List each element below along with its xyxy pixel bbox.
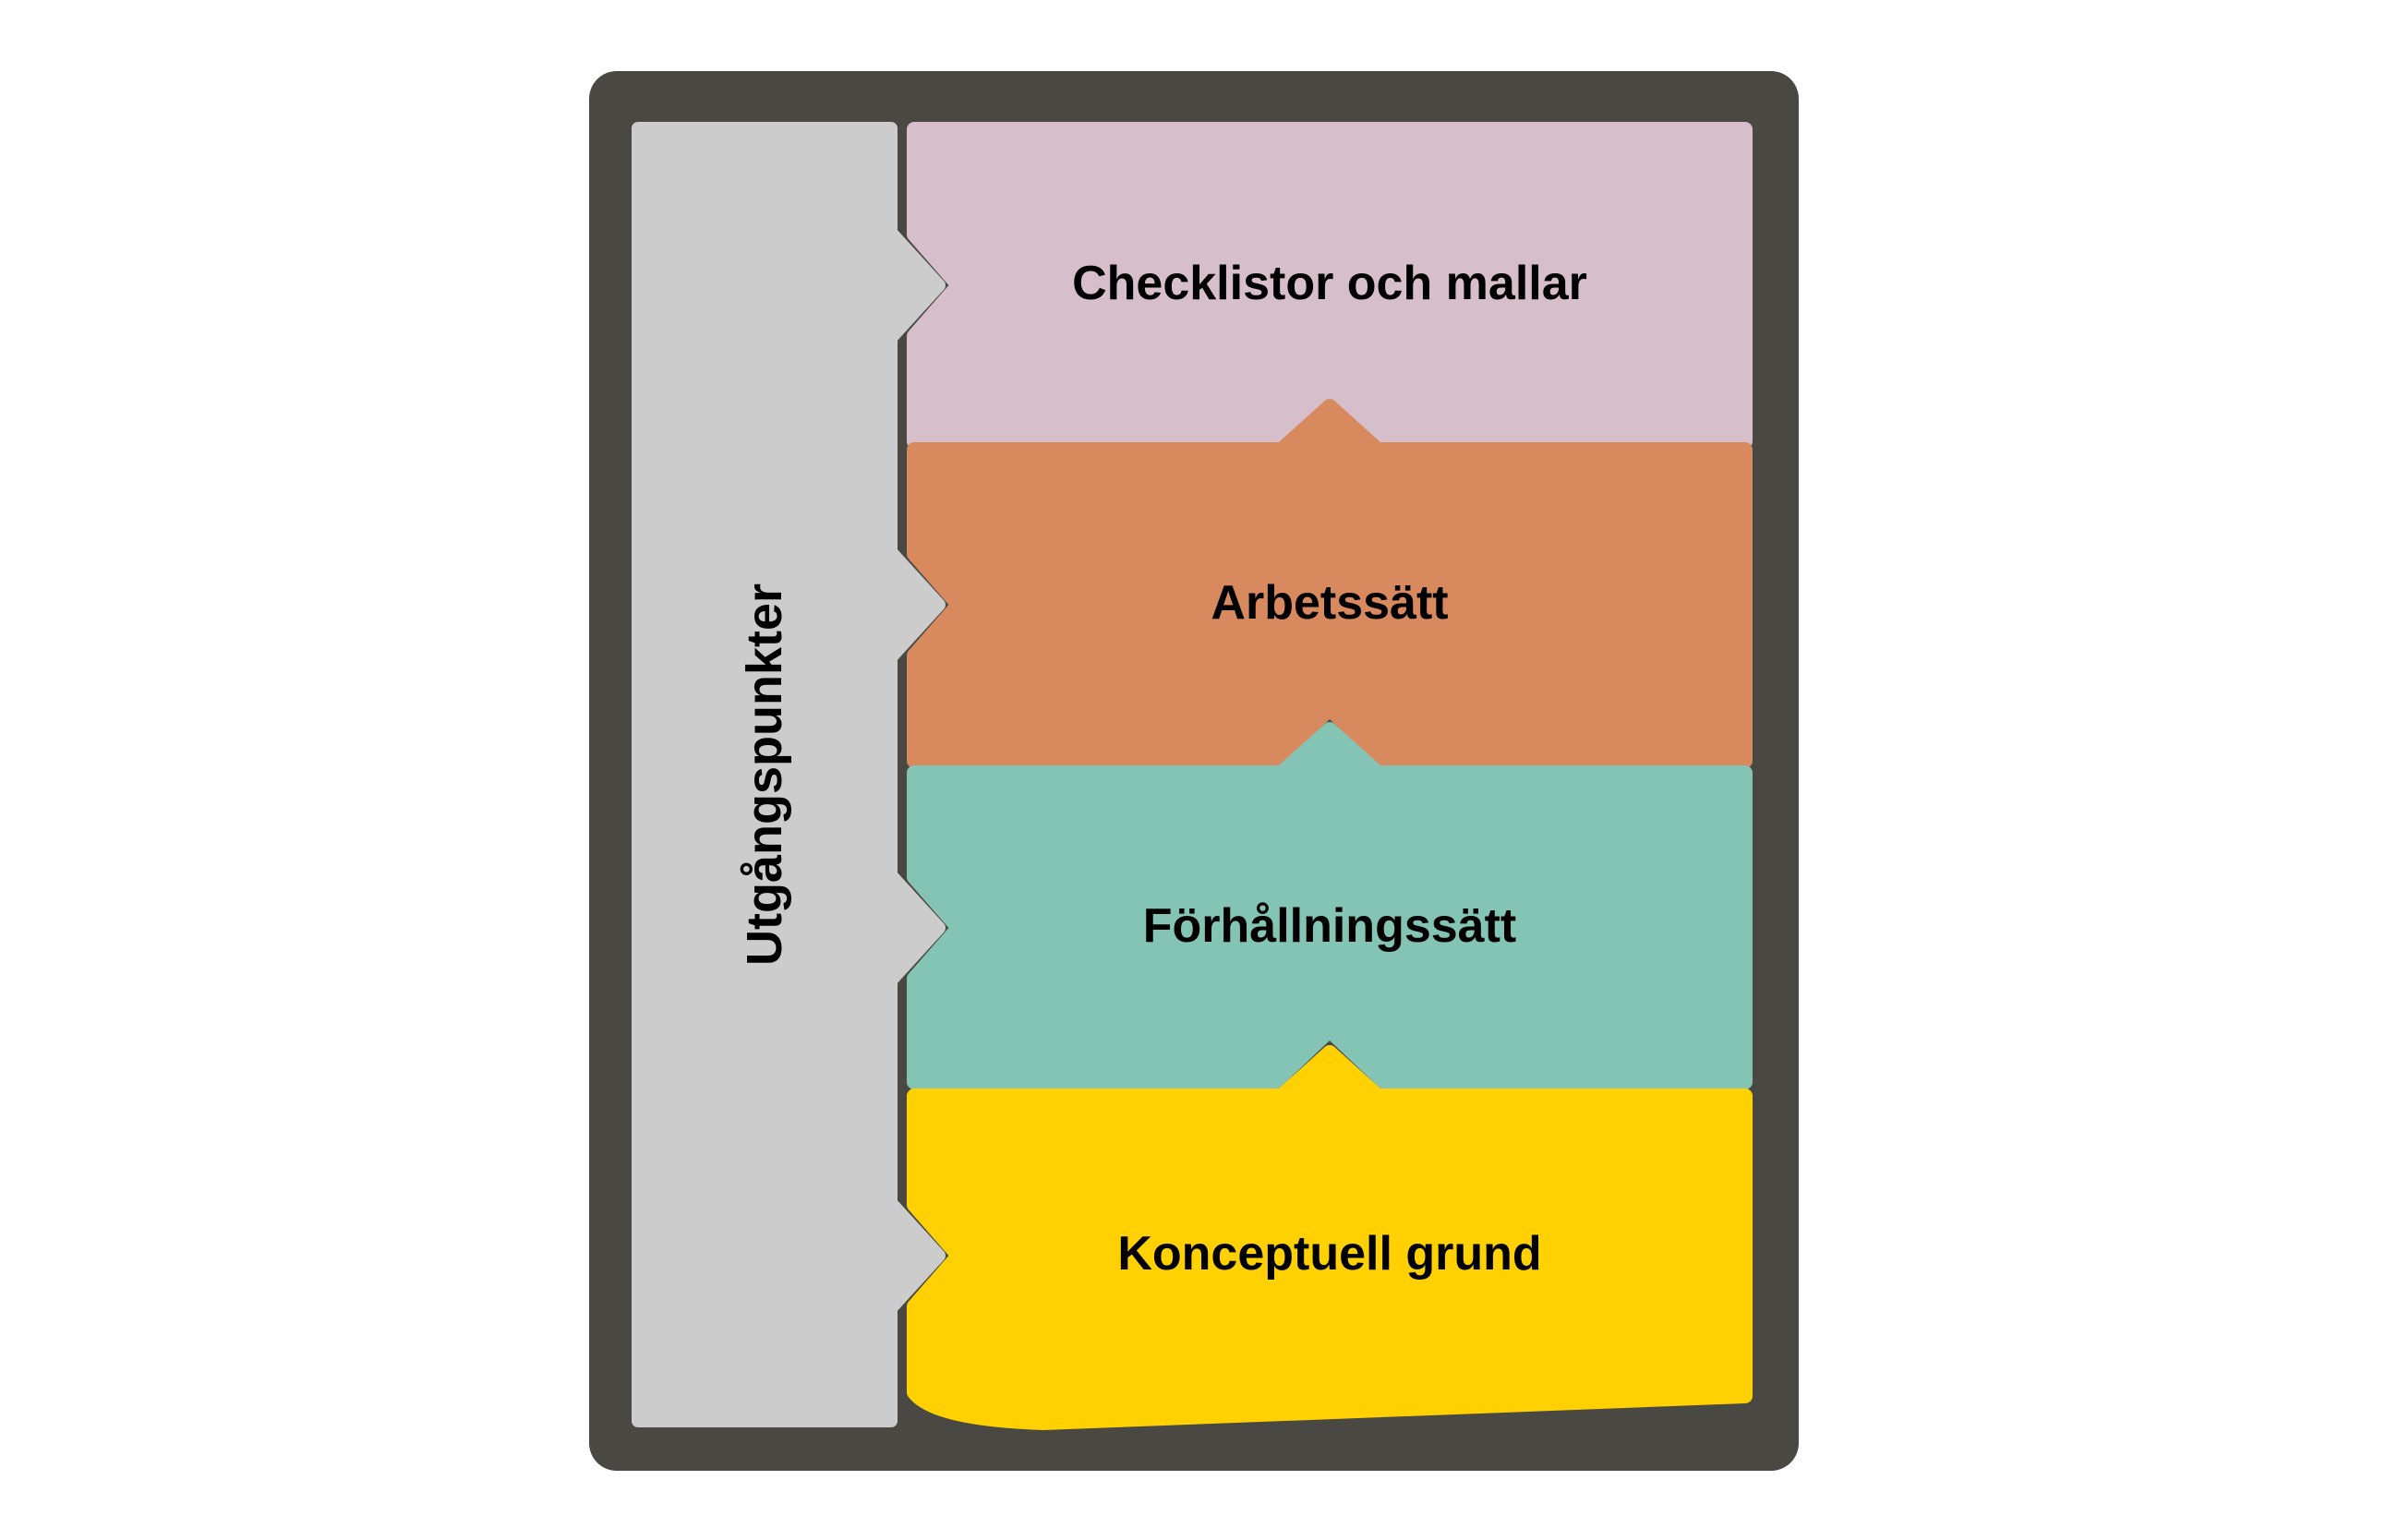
block-label-forhallningssatt: Förhållningssätt <box>1143 899 1516 953</box>
block-label-checklistor: Checklistor och mallar <box>1072 257 1587 310</box>
sidebar-label: Utgångspunkter <box>737 584 792 966</box>
block-konceptuell-grund <box>907 1045 1753 1430</box>
block-forhallningssatt <box>907 722 1753 1089</box>
block-arbetssatt <box>907 399 1753 768</box>
sidebar-column <box>632 122 946 1427</box>
block-label-konceptuell-grund: Konceptuell grund <box>1117 1227 1541 1281</box>
block-checklistor-och-mallar <box>907 122 1753 449</box>
block-label-arbetssatt: Arbetssätt <box>1211 576 1448 630</box>
